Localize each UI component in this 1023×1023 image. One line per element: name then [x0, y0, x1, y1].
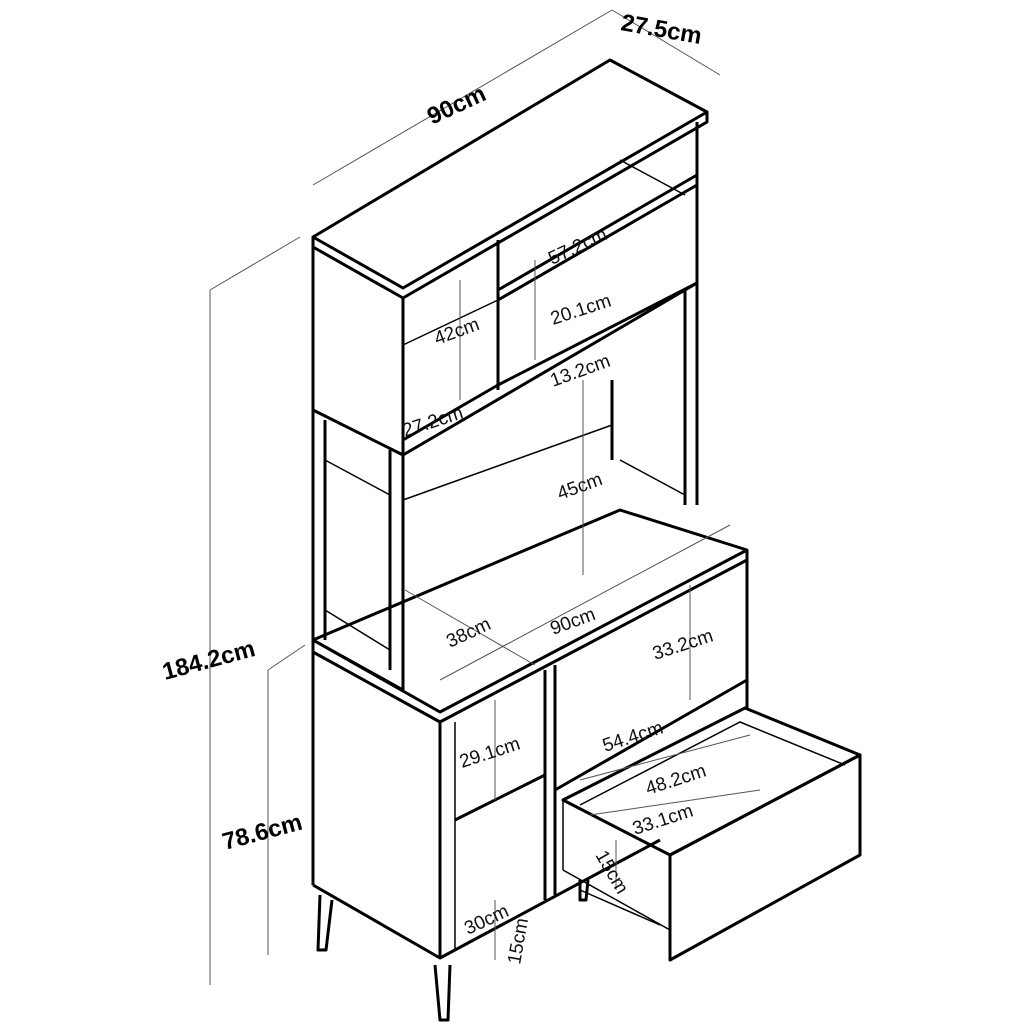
label-depth-top: 27.5cm — [619, 9, 704, 50]
label-base-height: 78.6cm — [220, 809, 306, 856]
label-niche-height: 33.2cm — [650, 626, 716, 665]
upper-hutch — [311, 58, 709, 505]
label-niche-width: 54.4cm — [600, 718, 666, 757]
label-total-height: 184.2cm — [160, 635, 259, 686]
label-shelf-height-lower: 13.2cm — [548, 351, 614, 392]
label-width-top: 90cm — [423, 80, 490, 130]
label-leg-height: 15cm — [504, 916, 533, 965]
open-drawer — [561, 706, 862, 962]
base-cabinet — [311, 508, 749, 1022]
label-shelf-width-upper: 57.2cm — [545, 224, 610, 269]
label-drawer-depth: 33.1cm — [630, 801, 696, 840]
label-left-shelf-height: 29.1cm — [457, 734, 523, 773]
label-counter-depth: 38cm — [443, 614, 494, 653]
label-shelf-height-upper: 20.1cm — [548, 291, 614, 330]
dimension-lines — [209, 9, 761, 985]
label-open-height-mid: 45cm — [555, 469, 606, 505]
